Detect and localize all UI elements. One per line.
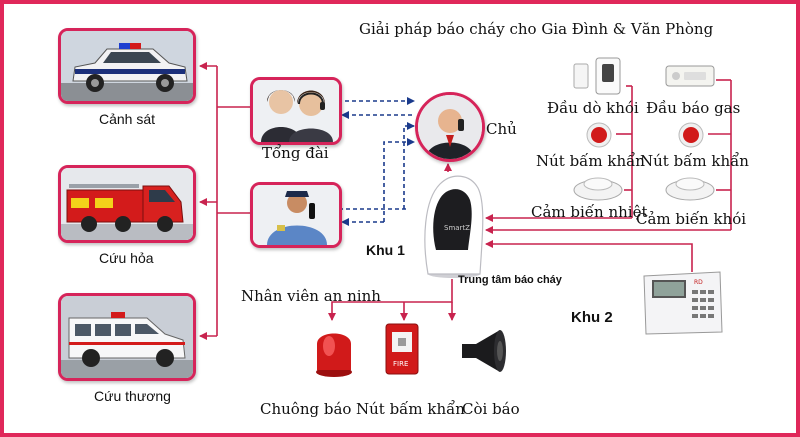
owner-label: Chủ bbox=[486, 120, 517, 138]
security-guard-icon bbox=[253, 185, 339, 245]
panic-button-2-label: Nút bấm khẩn bbox=[640, 152, 749, 170]
horn-siren-icon bbox=[462, 330, 506, 372]
security-guard-image bbox=[250, 182, 342, 248]
red-button-icon bbox=[678, 122, 704, 148]
ambulance-image bbox=[58, 293, 196, 381]
strobe-bell-icon bbox=[316, 333, 352, 377]
call-center-label: Tổng đài bbox=[262, 144, 329, 162]
owner-person-icon bbox=[418, 95, 482, 159]
fire-box-text: FIRE bbox=[393, 360, 408, 368]
smoke-sensor-label: Cảm biến khói bbox=[636, 210, 747, 228]
connection-lines bbox=[199, 62, 732, 340]
bell-label: Chuông báo bbox=[260, 400, 352, 418]
owner-image bbox=[415, 92, 485, 162]
fire-label: Cứu hỏa bbox=[99, 250, 154, 266]
police-label: Cảnh sát bbox=[99, 111, 156, 127]
operator-headset-icon bbox=[253, 80, 339, 142]
diagram-title: Giải pháp báo cháy cho Gia Đình & Văn Ph… bbox=[359, 20, 714, 38]
fire-truck-image bbox=[58, 165, 196, 243]
alarm-hub-device: SmartZ bbox=[422, 170, 486, 280]
security-staff-label: Nhân viên an ninh bbox=[241, 287, 381, 305]
smoke-sensor-device bbox=[664, 174, 716, 202]
fire-alarm-box-icon: FIRE bbox=[385, 323, 419, 375]
red-button-icon bbox=[586, 122, 612, 148]
smoke-detector-device bbox=[570, 56, 626, 96]
heat-sensor-device bbox=[572, 174, 624, 202]
call-center-image bbox=[250, 77, 342, 145]
smoke-detector-label: Đầu dò khói bbox=[547, 99, 639, 117]
fire-truck-icon bbox=[61, 168, 193, 240]
zone2-panel-device: RD bbox=[640, 270, 724, 336]
ambulance-label: Cứu thương bbox=[94, 388, 171, 404]
smart-hub-icon: SmartZ bbox=[424, 175, 484, 278]
panel-badge: RD bbox=[694, 279, 703, 286]
police-car-icon bbox=[61, 31, 193, 101]
hub-brand: SmartZ bbox=[444, 224, 470, 232]
center-label: Trung tâm báo cháy bbox=[458, 274, 562, 286]
gas-detector-label: Đầu báo gas bbox=[646, 99, 741, 117]
heat-sensor-label: Cảm biến nhiệt bbox=[531, 203, 648, 221]
zone2-label: Khu 2 bbox=[571, 309, 613, 326]
ambulance-icon bbox=[61, 296, 193, 378]
door-sensor-icon bbox=[573, 57, 621, 95]
police-car-image bbox=[58, 28, 196, 104]
bell-device bbox=[309, 322, 359, 380]
guard-link bbox=[383, 138, 415, 222]
output-panic-button-label: Nút bấm khẩn bbox=[356, 400, 465, 418]
keypad-panel-icon: RD bbox=[643, 271, 723, 335]
gas-detector-icon bbox=[665, 65, 715, 87]
smoke-sensor-icon bbox=[665, 177, 715, 201]
panic-button-2-device bbox=[676, 122, 706, 148]
heat-sensor-icon bbox=[573, 177, 623, 201]
siren-label: Còi báo bbox=[462, 400, 520, 418]
gas-detector-device bbox=[664, 62, 716, 90]
fire-call-point-device: FIRE bbox=[382, 322, 422, 376]
hub-to-outputs bbox=[328, 279, 453, 321]
zone1-label: Khu 1 bbox=[366, 242, 405, 258]
zone2-to-hub bbox=[485, 240, 693, 272]
panic-button-1-device bbox=[584, 122, 614, 148]
hub-to-guard-a bbox=[403, 122, 415, 209]
siren-device bbox=[456, 324, 510, 378]
panic-button-1-label: Nút bấm khẩn bbox=[536, 152, 645, 170]
